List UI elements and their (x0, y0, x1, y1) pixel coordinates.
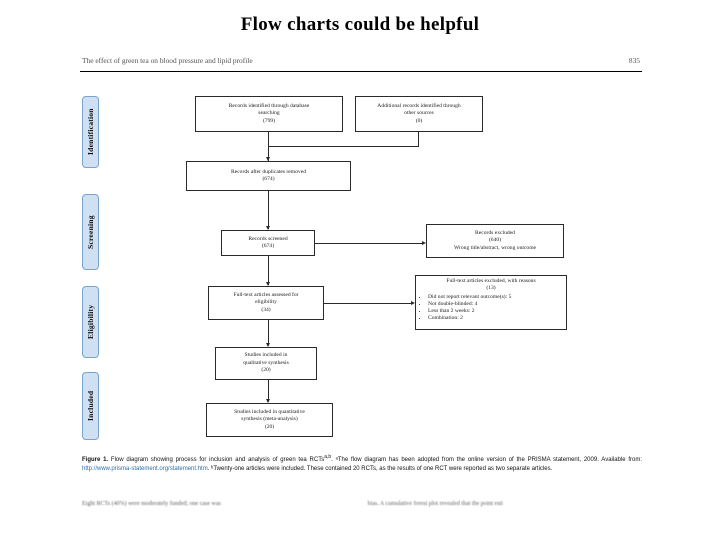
quantitative-line1: Studies included in quantitative (234, 408, 305, 415)
fulltext-excluded-count: (13) (486, 285, 496, 292)
running-head: The effect of green tea on blood pressur… (82, 56, 640, 69)
arrow-into-fulltext (265, 282, 270, 286)
connector-fulltext-to-excluded (324, 303, 411, 304)
arrow-into-qualitative (265, 343, 270, 347)
box-fulltext-excluded-reasons: Full-text articles excluded, with reason… (415, 275, 567, 330)
db-search-line1: Records identified through database (228, 102, 310, 109)
connector-screened-to-excluded (315, 243, 422, 244)
header-rule (80, 71, 642, 72)
figure-caption: Figure 1. Flow diagram showing process f… (82, 453, 642, 473)
connector-other-down (418, 132, 419, 146)
quantitative-count: (20) (264, 423, 275, 430)
box-records-screened: Records screened (674) (221, 230, 315, 256)
other-sources-line2: other sources (404, 110, 434, 117)
other-sources-line1: Additional records identified through (377, 102, 461, 109)
fulltext-assessed-count: (34) (261, 306, 271, 313)
body-text-column-1: Eight RCTs (40%) were moderately funded;… (82, 501, 221, 507)
box-studies-qualitative-synthesis: Studies included in qualitative synthesi… (215, 347, 317, 380)
connector-fulltext-to-qualitative (268, 320, 269, 346)
screened-count: (674) (261, 243, 275, 249)
arrow-into-records-excluded (422, 240, 426, 245)
running-head-title: The effect of green tea on blood pressur… (82, 56, 253, 65)
quantitative-line2: synthesis (meta-analysis) (241, 416, 298, 423)
figure-caption-label: Figure 1. (82, 457, 109, 463)
stage-label-eligibility-text: Eligibility (86, 304, 95, 340)
figure-page-image: The effect of green tea on blood pressur… (78, 54, 644, 536)
figure-caption-link[interactable]: http://www.prisma-statement.org/statemen… (82, 465, 208, 472)
screened-line1: Records screened (248, 235, 288, 242)
fulltext-excluded-title: Full-text articles excluded, with reason… (446, 278, 536, 284)
stage-label-included: Included (82, 372, 99, 440)
other-sources-count: (0) (415, 117, 423, 124)
records-excluded-line2: Wrong title/abstract, wrong outcome (453, 244, 537, 251)
connector-qualitative-to-quantitative (268, 380, 269, 402)
db-search-count: (799) (262, 117, 276, 124)
box-fulltext-assessed: Full-text articles assessed for eligibil… (208, 286, 324, 320)
duplicates-line1: Records after duplicates removed (230, 168, 307, 175)
connector-merge-horizontal (268, 146, 419, 147)
figure-caption-text-1: Flow diagram showing process for inclusi… (110, 457, 325, 463)
fulltext-assessed-line1: Full-text articles assessed for (233, 291, 299, 298)
list-item: Less than 2 weeks: 2 (428, 308, 572, 315)
connector-duplicates-to-screened (268, 191, 269, 229)
arrow-into-quantitative (265, 399, 270, 403)
stage-label-screening: Screening (82, 194, 99, 270)
list-item: Did not report relevant outcome(s): 5 (428, 294, 572, 301)
connector-screened-to-fulltext (268, 256, 269, 285)
fulltext-assessed-line2: eligibility (255, 299, 277, 306)
stage-label-screening-text: Screening (86, 215, 95, 249)
stage-label-identification-text: Identification (86, 108, 95, 156)
duplicates-count: (674) (262, 176, 275, 182)
box-records-after-duplicates-removed: Records after duplicates removed (674) (186, 161, 351, 191)
qualitative-line2: qualitative synthesis (243, 359, 289, 366)
fulltext-excluded-reason-list: Did not report relevant outcome(s): 5 No… (419, 294, 572, 323)
box-records-excluded: Records excluded (640) Wrong title/abstr… (426, 224, 564, 258)
figure-caption-superscript: a,b (324, 454, 332, 460)
records-excluded-line1: Records excluded (475, 229, 515, 236)
list-item: Not double-blinded: 4 (428, 301, 572, 308)
box-additional-records-other-sources: Additional records identified through ot… (355, 96, 483, 132)
page-body-text: Eight RCTs (40%) were moderately funded;… (82, 500, 642, 509)
stage-label-identification: Identification (82, 96, 99, 168)
db-search-line2: searching (258, 110, 280, 117)
slide-title: Flow charts could be helpful (240, 14, 480, 35)
box-studies-quantitative-synthesis: Studies included in quantitative synthes… (206, 403, 333, 437)
page-number: 835 (628, 56, 640, 65)
qualitative-count: (20) (261, 367, 271, 374)
stage-label-eligibility: Eligibility (82, 286, 99, 358)
arrow-into-fulltext-excluded (411, 300, 415, 305)
arrow-into-screened (265, 226, 270, 230)
figure-caption-text-3: . ᵇTwenty-one articles were included. Th… (207, 465, 553, 472)
list-item: Combination: 2 (428, 315, 572, 322)
arrow-into-duplicates (265, 157, 270, 161)
qualitative-line1: Studies included in (244, 352, 288, 359)
body-text-column-2: bias. A cumulative forest plot revealed … (367, 501, 503, 507)
box-records-identified-database: Records identified through database sear… (195, 96, 343, 132)
figure-caption-text-2: . ᵃThe flow diagram has been adopted fro… (331, 457, 642, 463)
records-excluded-count: (640) (488, 237, 502, 244)
stage-label-included-text: Included (86, 390, 95, 422)
